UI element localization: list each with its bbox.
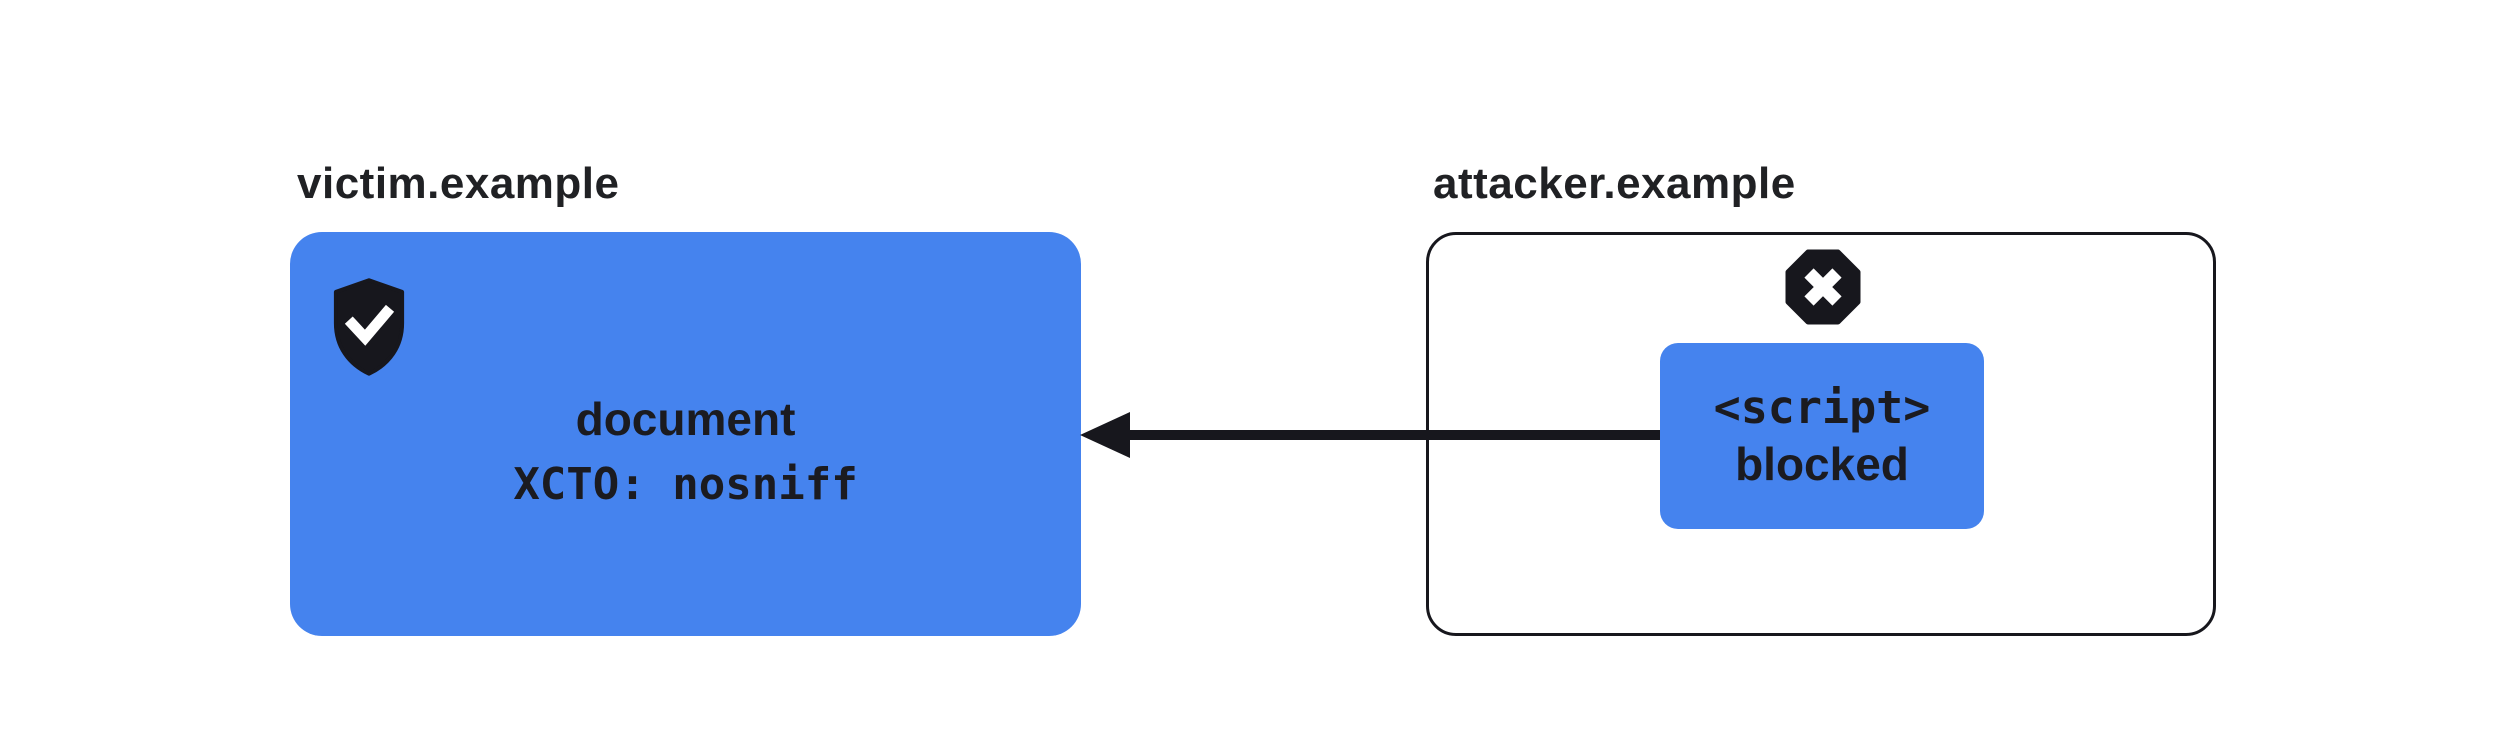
- attacker-site-label: attacker.example: [1433, 159, 1796, 208]
- shield-check-icon: [333, 278, 405, 376]
- arrow-left-icon: [1080, 412, 1662, 458]
- blocked-octagon-icon: [1785, 249, 1861, 325]
- victim-site-label: victim.example: [297, 159, 620, 208]
- victim-xcto-header-label: XCTO: nosniff: [513, 459, 858, 510]
- victim-document-box: document XCTO: nosniff: [290, 232, 1081, 636]
- victim-resource-label: document: [575, 393, 796, 445]
- script-status-label: blocked: [1735, 438, 1909, 490]
- victim-box-text: document XCTO: nosniff: [290, 232, 1081, 636]
- blocked-script-box: <script> blocked: [1660, 343, 1984, 529]
- script-tag-label: <script>: [1713, 381, 1931, 434]
